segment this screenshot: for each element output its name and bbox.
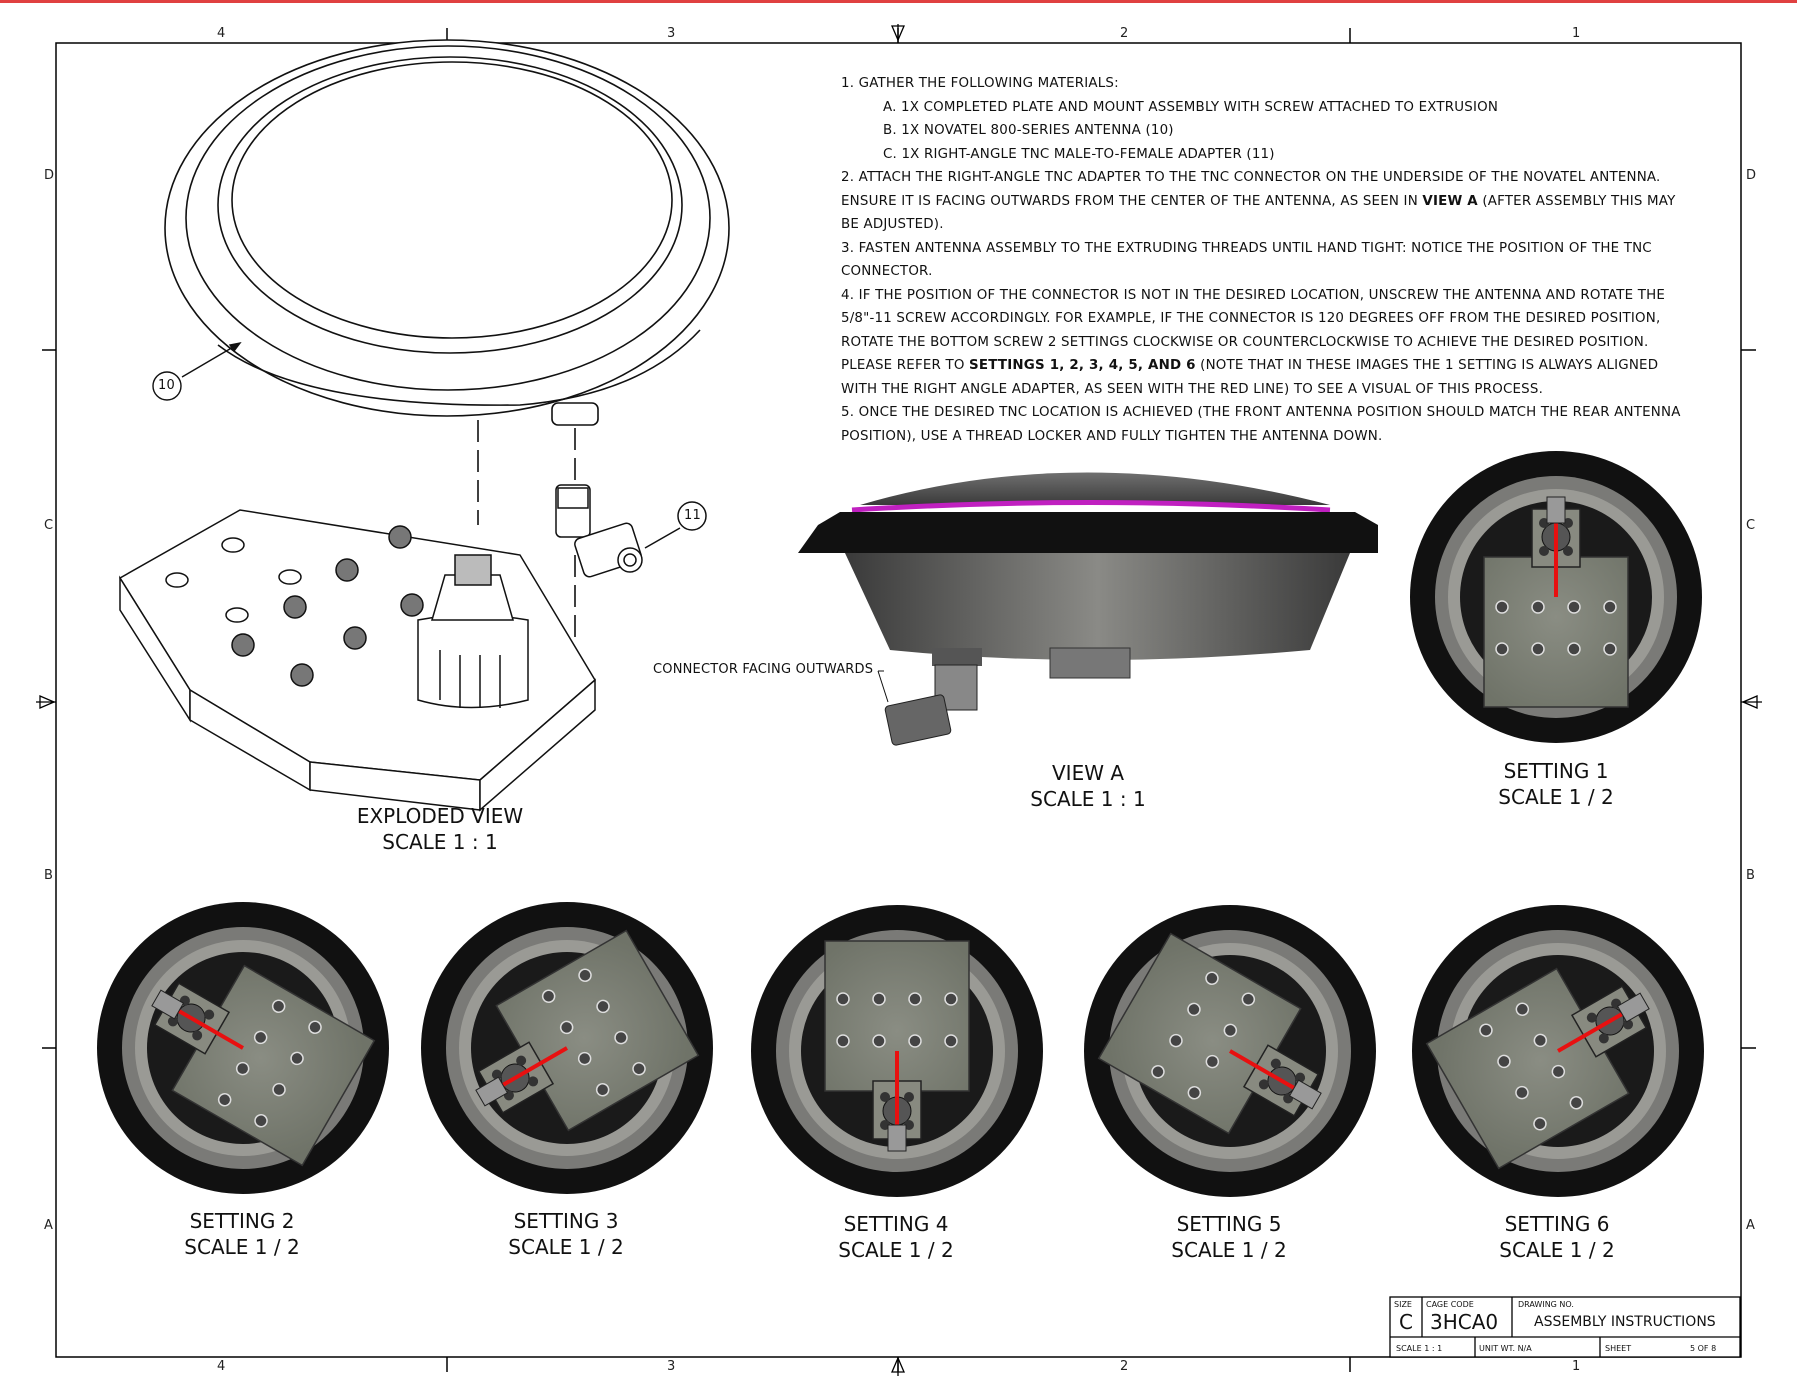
step4-ref: SETTINGS 1, 2, 3, 4, 5, AND 6 (969, 358, 1196, 373)
tb-drawing: ASSEMBLY INSTRUCTIONS (1534, 1314, 1716, 1330)
settings-layer (97, 451, 1704, 1197)
step4-text: 4. IF THE POSITION OF THE CONNECTOR IS N… (841, 287, 1666, 374)
zone-row-c-right: C (1746, 518, 1756, 533)
setting-5-alignment-line (1229, 1049, 1306, 1096)
setting-3-view (421, 902, 713, 1194)
setting-5-view (1084, 905, 1376, 1197)
setting-6-alignment-line (1557, 1006, 1634, 1053)
instruction-step-1: 1. GATHER THE FOLLOWING MATERIALS: (841, 76, 1119, 91)
zone-col-1-bottom: 1 (1572, 1359, 1581, 1374)
zone-row-a-right: A (1746, 1218, 1755, 1233)
instruction-step-3: 3. FASTEN ANTENNA ASSEMBLY TO THE EXTRUD… (841, 240, 1652, 280)
zone-col-4-bottom: 4 (217, 1359, 226, 1374)
setting-1-view (1410, 451, 1702, 743)
instruction-step-5: 5. ONCE THE DESIRED TNC LOCATION IS ACHI… (841, 405, 1681, 444)
setting-6-scale: SCALE 1 / 2 (1499, 1238, 1615, 1262)
center-marks (36, 24, 1762, 1376)
assembly-instructions: 1. GATHER THE FOLLOWING MATERIALS: A. 1X… (841, 72, 1691, 448)
callout-10 (152, 341, 242, 401)
setting-6-view (1412, 905, 1704, 1197)
setting-3-connector (475, 1076, 509, 1107)
view-a-antenna (798, 472, 1378, 746)
zone-col-3-bottom: 3 (667, 1359, 676, 1374)
exploded-view-scale: SCALE 1 : 1 (382, 830, 498, 854)
view-a-title: VIEW A (1051, 761, 1125, 785)
tb-unit-wt: UNIT WT. N/A (1479, 1344, 1532, 1353)
setting-1-scale: SCALE 1 / 2 (1498, 785, 1614, 809)
exploded-antenna (164, 39, 730, 640)
setting-2-scale: SCALE 1 / 2 (184, 1235, 300, 1259)
zone-col-3-top: 3 (667, 26, 676, 41)
step2-ref: VIEW A (1422, 193, 1478, 209)
tb-sheet: 5 OF 8 (1690, 1344, 1717, 1353)
tnc-adapter (555, 484, 707, 578)
instruction-step-1b: B. 1X NOVATEL 800-SERIES ANTENNA (10) (883, 123, 1174, 138)
setting-5-scale: SCALE 1 / 2 (1171, 1238, 1287, 1262)
zone-col-4-top: 4 (217, 26, 226, 41)
tb-sheet-label: SHEET (1605, 1344, 1632, 1353)
connector-annotation: CONNECTOR FACING OUTWARDS (653, 662, 874, 677)
callout-10-label: 10 (158, 378, 175, 393)
setting-3-alignment-line (491, 1046, 568, 1093)
tb-drawing-label: DRAWING NO. (1518, 1300, 1574, 1309)
instruction-step-2: 2. ATTACH THE RIGHT-ANGLE TNC ADAPTER TO… (841, 166, 1691, 237)
zone-row-d-right: D (1746, 168, 1757, 183)
setting-1-title: SETTING 1 (1503, 759, 1609, 783)
zone-row-c-left: C (44, 518, 54, 533)
mounting-plate (118, 509, 596, 812)
setting-1-connector (1546, 496, 1566, 524)
callout-11-label: 11 (684, 508, 701, 523)
tb-size: C (1399, 1310, 1413, 1334)
setting-6-title: SETTING 6 (1504, 1212, 1610, 1236)
zone-col-2-top: 2 (1120, 26, 1129, 41)
step2-text-end: (AFTER ASSEMBLY THIS MAY BE ADJUSTED). (841, 193, 1676, 233)
setting-5-connector (1288, 1079, 1322, 1110)
setting-2-alignment-line (167, 1003, 244, 1050)
instruction-step-1a: A. 1X COMPLETED PLATE AND MOUNT ASSEMBLY… (883, 99, 1499, 115)
exploded-view-caption: EXPLODED VIEW SCALE 1 : 1 (310, 803, 570, 855)
setting-4-connector (887, 1124, 907, 1152)
instruction-step-1c: C. 1X RIGHT-ANGLE TNC MALE-TO-FEMALE ADA… (883, 146, 1275, 162)
view-a-scale: SCALE 1 : 1 (1030, 787, 1146, 811)
setting-2-title: SETTING 2 (189, 1209, 295, 1233)
zone-row-a-left: A (44, 1218, 53, 1233)
zone-row-b-left: B (44, 868, 53, 883)
tb-scale: SCALE 1 : 1 (1396, 1344, 1443, 1353)
zone-row-b-right: B (1746, 868, 1755, 883)
setting-4-scale: SCALE 1 / 2 (838, 1238, 954, 1262)
tb-cage: 3HCA0 (1430, 1310, 1499, 1334)
tb-size-label: SIZE (1394, 1300, 1412, 1309)
setting-6-connector (1616, 992, 1650, 1023)
zone-row-d-left: D (44, 168, 55, 183)
step4-text-end: (NOTE THAT IN THESE IMAGES THE 1 SETTING… (841, 358, 1659, 397)
view-a-caption: VIEW A SCALE 1 : 1 (958, 760, 1218, 812)
step2-text: 2. ATTACH THE RIGHT-ANGLE TNC ADAPTER TO… (841, 170, 1661, 209)
setting-4-view (751, 905, 1043, 1197)
setting-3-scale: SCALE 1 / 2 (508, 1235, 624, 1259)
setting-5-title: SETTING 5 (1176, 1212, 1282, 1236)
top-red-border (0, 0, 1797, 3)
exploded-view-title: EXPLODED VIEW (356, 804, 524, 828)
setting-3-title: SETTING 3 (513, 1209, 619, 1233)
zone-col-2-bottom: 2 (1120, 1359, 1129, 1374)
setting-2-connector (151, 989, 185, 1020)
setting-2-view (97, 902, 389, 1194)
instruction-step-4: 4. IF THE POSITION OF THE CONNECTOR IS N… (841, 284, 1691, 402)
title-block (1389, 1296, 1741, 1358)
tb-cage-label: CAGE CODE (1426, 1300, 1474, 1309)
setting-4-title: SETTING 4 (843, 1212, 949, 1236)
zone-col-1-top: 1 (1572, 26, 1581, 41)
